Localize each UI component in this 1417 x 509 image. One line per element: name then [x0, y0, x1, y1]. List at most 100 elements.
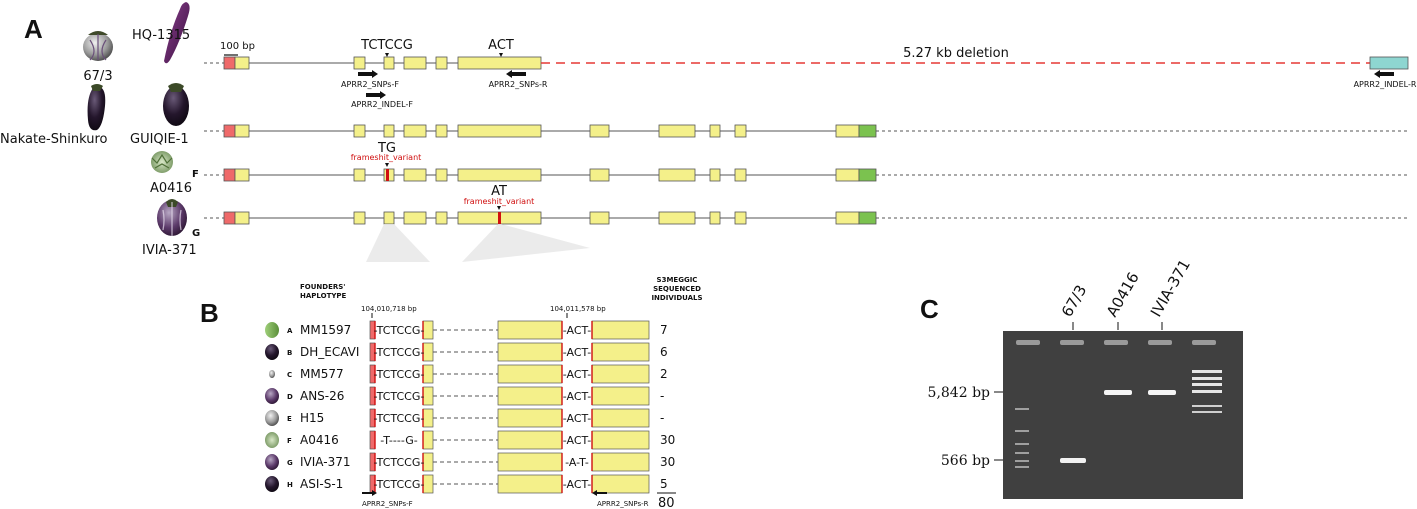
exon-box [497, 342, 563, 362]
lane-labels: 67/3 A0416 IVIA-371 [1058, 256, 1194, 330]
haplotype-name: ANS-26 [300, 389, 344, 403]
sequence-window-2: -ACT- [563, 434, 591, 447]
haplotype-name: MM1597 [300, 323, 351, 337]
sequenced-count: - [660, 411, 664, 425]
haplotype-badge: F [192, 169, 199, 180]
primer-arrows [358, 70, 1394, 99]
total-count: 80 [658, 496, 675, 509]
genomic-position-label: 104,010,718 bp [361, 305, 417, 313]
haplotype-letter: D [287, 393, 293, 401]
exon-box [497, 386, 563, 406]
reverse-primer-arrow-icon [592, 490, 607, 496]
sequenced-count: 6 [660, 345, 668, 359]
sequenced-count: 5 [660, 477, 668, 491]
gene-track-guiqie1 [204, 124, 1410, 138]
exon-box [422, 474, 434, 494]
ladder-label: 566 bp [941, 453, 990, 469]
exon-box [497, 320, 563, 340]
lane-label: IVIA-371 [1147, 256, 1194, 320]
sequence-window-2: -ACT- [563, 368, 591, 381]
exon-box [422, 452, 434, 472]
exon-box [497, 430, 563, 450]
haplotype-name: A0416 [300, 433, 339, 447]
eggplant-green-image [151, 151, 173, 173]
primer-label: APRR2_SNPs-F [362, 500, 413, 508]
forward-primer-arrow-icon [362, 490, 377, 496]
track-accession-label: HQ-1315 [132, 28, 190, 43]
sequenced-count: 7 [660, 323, 668, 337]
gene-track-ivia371 [204, 211, 1410, 225]
exon-box [591, 474, 650, 494]
eggplant-slender-image [164, 2, 190, 64]
exon-box [591, 430, 650, 450]
fruit-accession-label: 67/3 [83, 69, 112, 84]
exon-box [422, 364, 434, 384]
exon-box [591, 452, 650, 472]
haplotype-letter: G [287, 459, 293, 467]
exon-box [497, 474, 563, 494]
sequence-window-2: -ACT- [563, 478, 591, 491]
haplotype-letter: C [287, 371, 292, 379]
fruit-thumbnail-image [265, 476, 279, 492]
reverse-primer-arrow-icon [1374, 70, 1394, 78]
haplotype-letter: H [287, 481, 293, 489]
panel-a-label: A [24, 14, 43, 44]
sequence-window-1: -T----G- [380, 434, 417, 447]
exon-box [497, 364, 563, 384]
deletion-label: 5.27 kb deletion [903, 46, 1009, 61]
sequenced-header: INDIVIDUALS [651, 294, 702, 302]
reverse-primer-arrow-icon [506, 70, 526, 78]
sequenced-header: S3MEGGIC [657, 276, 698, 284]
sequence-window-1: -TCTCCG- [374, 368, 425, 381]
sequence-window-2: -ACT- [563, 412, 591, 425]
sequenced-count: - [660, 389, 664, 403]
sequence-window-1: -TCTCCG- [374, 478, 425, 491]
primer-label: APRR2_SNPs-F [341, 80, 399, 89]
exon-box [591, 386, 650, 406]
gene-track-a0416 [204, 168, 1410, 182]
fruit-thumbnail-image [265, 388, 279, 404]
founders-header: HAPLOTYPE [300, 292, 347, 300]
eggplant-striped-image [157, 199, 187, 236]
exon-box [591, 408, 650, 428]
haplotype-letter: A [287, 327, 293, 335]
exon-box [591, 342, 650, 362]
sequenced-header: SEQUENCED [653, 285, 701, 293]
exon-box [497, 408, 563, 428]
variant-sequence-label: TCTCCG [360, 38, 413, 53]
ladder-label: 5,842 bp [928, 385, 990, 401]
sequence-window-2: -ACT- [563, 390, 591, 403]
sequence-window-1: -TCTCCG- [374, 324, 425, 337]
track-accession-label: GUIQIE-1 [130, 132, 189, 147]
haplotype-badge: G [192, 228, 200, 239]
haplotype-letter: E [287, 415, 292, 423]
fruit-thumbnail-image [265, 432, 279, 448]
founders-header: FOUNDERS' [300, 283, 345, 291]
gel-image [1003, 331, 1243, 499]
primer-label: APRR2_SNPs-R [597, 500, 649, 508]
variant-marker-icon [497, 206, 501, 210]
sequence-window-1: -TCTCCG- [374, 456, 425, 469]
haplotype-letter: F [287, 437, 292, 445]
primer-label: APRR2_INDEL-R [1354, 80, 1417, 89]
eggplant-long-dark-image [87, 84, 106, 131]
haplotype-name: DH_ECAVI [300, 345, 359, 359]
lane-label: 67/3 [1058, 282, 1090, 320]
exon-box [591, 364, 650, 384]
zoom-callouts [366, 224, 590, 262]
sequenced-count: 2 [660, 367, 668, 381]
gene-track-hq1315 [204, 56, 1409, 70]
primer-label: APRR2_INDEL-F [351, 100, 413, 109]
variant-type-label: frameshit_variant [351, 153, 422, 162]
sequenced-count: 30 [660, 433, 675, 447]
fruit-accession-label: Nakate-Shinkuro [0, 132, 108, 147]
genomic-position-label: 104,011,578 bp [550, 305, 606, 313]
sequence-window-2: -A-T- [565, 456, 589, 469]
eggplant-round-purple-image [83, 31, 113, 61]
fruit-thumbnail-image [265, 322, 279, 338]
variant-sequence-label: TG [377, 141, 396, 156]
variant-marker-icon [499, 53, 503, 57]
variant-marker-icon [385, 53, 389, 57]
